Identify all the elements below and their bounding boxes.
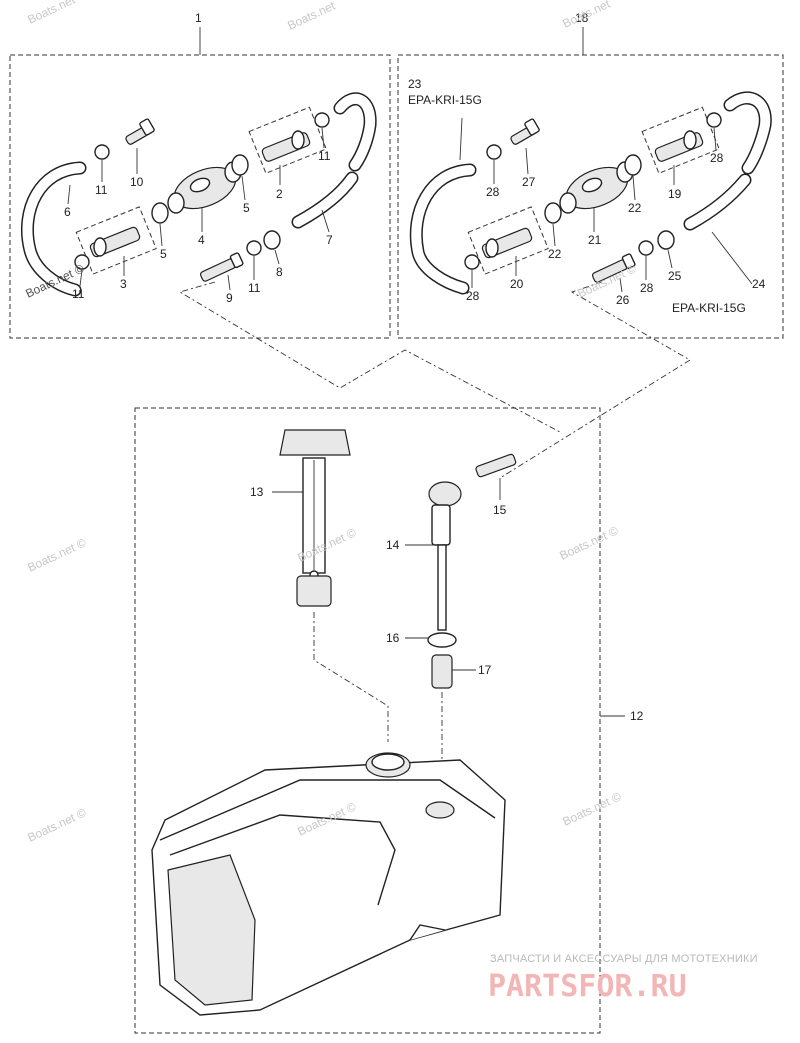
- fitting-27: [510, 118, 540, 145]
- callout-24: 24: [752, 277, 766, 291]
- callout-27: 27: [522, 175, 536, 189]
- assembly-1-group: 1: [9, 11, 391, 339]
- callout-22-left: 22: [548, 247, 562, 261]
- code-epa-24: EPA-KRI-15G: [672, 301, 746, 315]
- fuel-tank-body: [151, 752, 506, 1016]
- brand-logo: PARTSFOR.RU: [488, 969, 687, 1004]
- clip-28-b: [706, 112, 722, 128]
- callout-17: 17: [478, 663, 492, 677]
- clip-11-c: [74, 254, 90, 270]
- hose-6: [20, 161, 87, 297]
- connection-line-left: [178, 281, 561, 433]
- watermark-boats-2: Boats.net: [285, 0, 337, 33]
- clip-28-a: [486, 144, 502, 160]
- assembly-18-box: [397, 54, 784, 339]
- clip-11-a: [94, 144, 110, 160]
- callout-1: 1: [195, 11, 202, 25]
- hose-23: [409, 163, 477, 295]
- primer-bulb-21: [559, 161, 634, 214]
- clip-11-b: [314, 112, 330, 128]
- callout-14: 14: [386, 538, 400, 552]
- ring-25: [657, 230, 675, 250]
- clip-11-d: [246, 240, 262, 256]
- callout-18: 18: [575, 11, 589, 25]
- fitting-9: [199, 252, 244, 282]
- ring-5-left: [151, 202, 169, 224]
- connector-2: [248, 106, 327, 174]
- assembly-18-group: 18 23 EPA-KRI-15G: [397, 11, 784, 339]
- ring-22-right: [624, 154, 642, 176]
- callout-6: 6: [64, 205, 71, 219]
- callout-11-c: 11: [72, 287, 85, 301]
- callout-25: 25: [668, 269, 682, 283]
- callout-5-right: 5: [243, 201, 250, 215]
- callout-28-c: 28: [466, 289, 480, 303]
- clip-28-c: [464, 254, 480, 270]
- hose-7: [291, 92, 377, 229]
- connector-20: [467, 206, 549, 275]
- gasket-16: [427, 632, 457, 648]
- fitting-26: [591, 253, 636, 283]
- callout-23: 23: [408, 77, 422, 91]
- ring-5-right: [231, 154, 249, 176]
- callout-11-d: 11: [248, 281, 261, 295]
- callout-20: 20: [510, 277, 524, 291]
- callout-26: 26: [616, 293, 630, 307]
- callout-28-b: 28: [710, 151, 724, 165]
- tank-assembly-12: 12 13 14 15 16 17: [134, 407, 644, 1034]
- callout-4: 4: [198, 233, 205, 247]
- callout-2: 2: [276, 187, 283, 201]
- callout-22-right: 22: [628, 201, 642, 215]
- fuel-pickup-14: [428, 481, 462, 631]
- watermark-boats-8: Boats.net ©: [557, 523, 620, 562]
- fitting-15: [475, 453, 517, 478]
- callout-3: 3: [120, 277, 127, 291]
- callout-16: 16: [386, 631, 400, 645]
- callout-21: 21: [588, 233, 602, 247]
- callout-13: 13: [250, 485, 264, 499]
- gauge-dash: [313, 612, 389, 742]
- callout-19: 19: [668, 187, 682, 201]
- connector-3: [75, 206, 157, 275]
- watermark-boats-9: Boats.net ©: [25, 805, 88, 844]
- fuel-gauge-13: [279, 429, 351, 607]
- callout-28-d: 28: [640, 281, 654, 295]
- callout-15: 15: [493, 503, 507, 517]
- filter-17: [431, 654, 453, 689]
- connection-line-right: [499, 281, 691, 479]
- callout-9: 9: [226, 291, 233, 305]
- watermark-boats-6: Boats.net ©: [25, 535, 88, 574]
- callout-10: 10: [130, 175, 144, 189]
- code-epa-23: EPA-KRI-15G: [408, 93, 482, 107]
- callout-7: 7: [326, 233, 333, 247]
- watermark-boats-1: Boats.net: [25, 0, 77, 27]
- callout-28-a: 28: [486, 185, 500, 199]
- callout-11-b: 11: [318, 149, 331, 163]
- fitting-10: [125, 118, 155, 145]
- callout-11-a: 11: [95, 183, 108, 197]
- watermark-boats-3: Boats.net: [560, 0, 612, 31]
- ring-8: [263, 230, 281, 250]
- callout-8: 8: [276, 265, 283, 279]
- brand-caption: ЗАПЧАСТИ И АКСЕССУАРЫ ДЛЯ МОТОТЕХНИКИ: [490, 953, 758, 965]
- clip-28-d: [638, 240, 654, 256]
- connector-19: [641, 106, 720, 174]
- callout-12: 12: [630, 709, 644, 723]
- callout-5-left: 5: [160, 247, 167, 261]
- ring-22-left: [544, 202, 562, 224]
- assembly-1-box: [9, 54, 391, 339]
- primer-bulb-4: [167, 161, 242, 214]
- hose-24: [683, 91, 772, 231]
- watermark-boats-11: Boats.net ©: [560, 789, 623, 828]
- tank-box: [134, 407, 601, 1034]
